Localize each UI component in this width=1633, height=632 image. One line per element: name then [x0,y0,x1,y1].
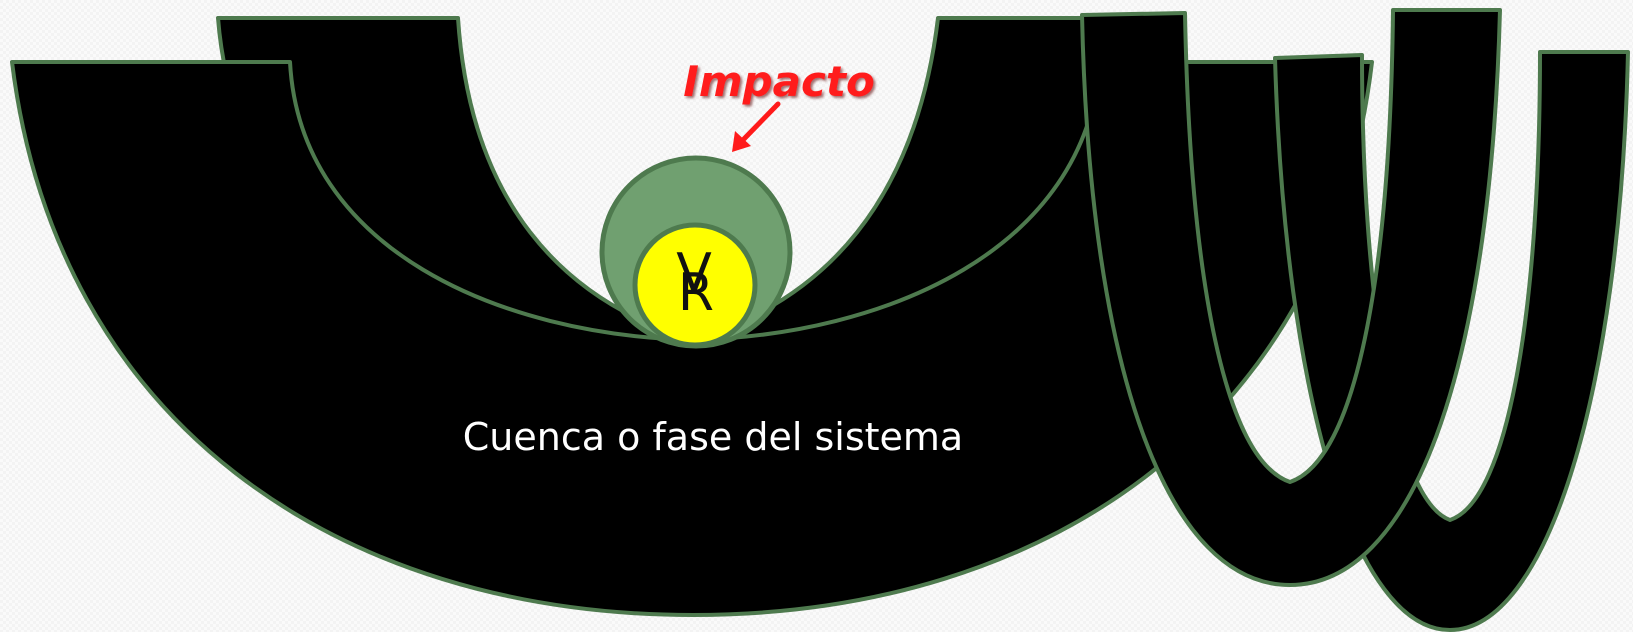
narrow-basin-front [1080,8,1502,587]
basin-label: Cuenca o fase del sistema [463,415,963,459]
impact-arrow-icon [732,101,781,152]
impact-label: Impacto [683,57,875,106]
ball-letter-back: V [676,243,712,303]
ball-letter-front: R [678,263,714,323]
inner-ball [632,222,758,348]
